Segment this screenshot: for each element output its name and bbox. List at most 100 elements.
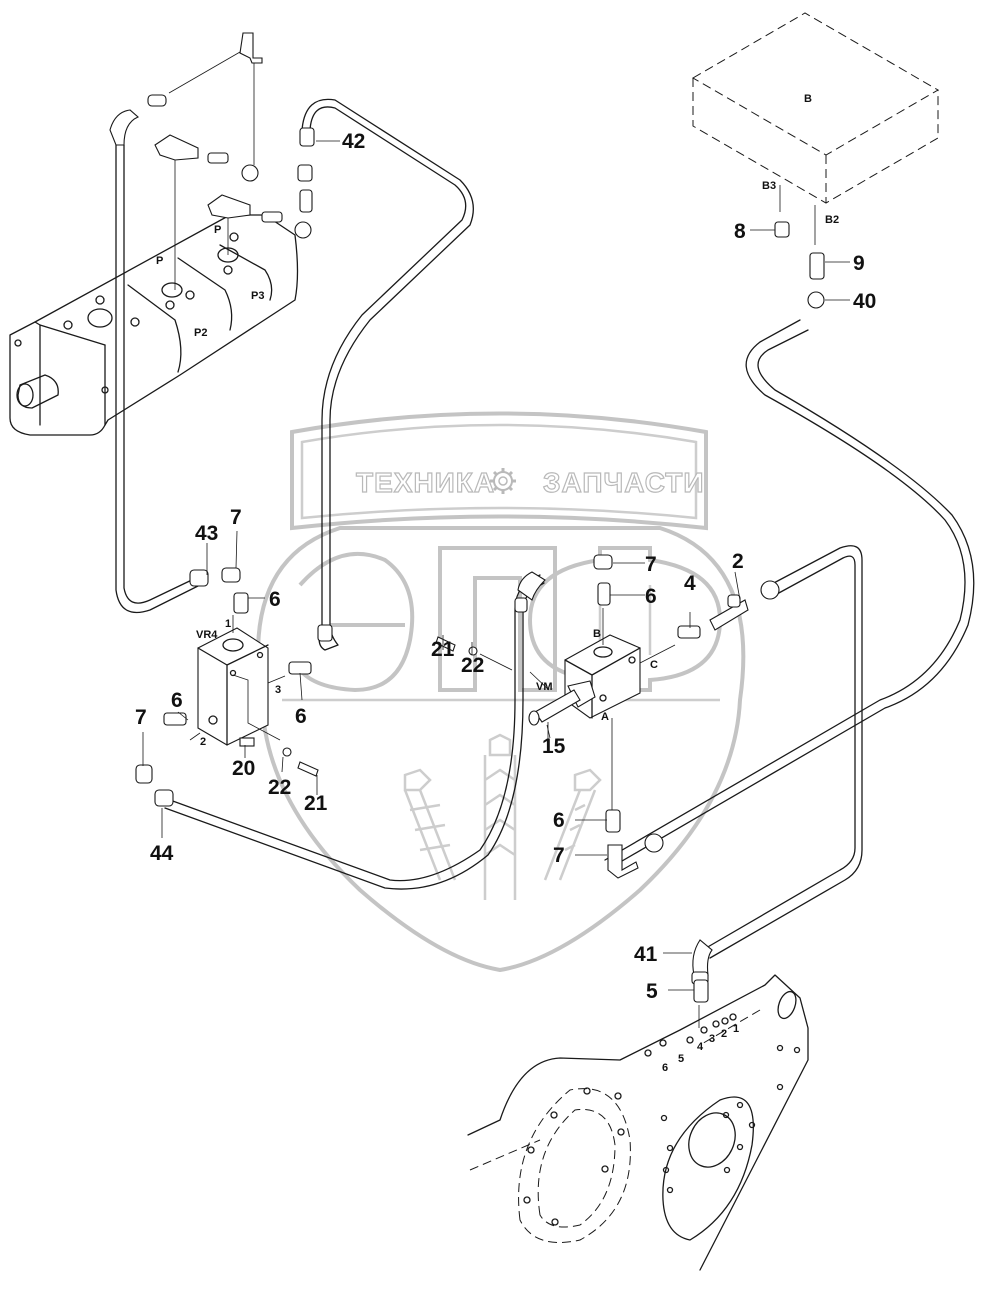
valve-vm[interactable]: VM B C A <box>479 608 676 810</box>
callouts: 42 8 9 40 43 7 6 6 6 7 20 22 21 44 21 22… <box>135 130 876 1003</box>
housing-port-number: 1 <box>733 1023 739 1035</box>
callout-15[interactable]: 15 <box>542 735 566 758</box>
flange-fitting <box>154 134 199 161</box>
hoses <box>109 98 975 985</box>
callout-7[interactable]: 7 <box>230 506 242 529</box>
callout-9[interactable]: 9 <box>853 252 865 275</box>
callout-20[interactable]: 20 <box>232 757 255 780</box>
block-label: B <box>804 93 812 105</box>
callout-22[interactable]: 22 <box>461 654 484 677</box>
hose-fitting <box>317 624 333 642</box>
banjo-fitting <box>241 164 259 182</box>
callout-8[interactable]: 8 <box>734 220 746 243</box>
solenoid-stem <box>534 689 581 723</box>
callout-7[interactable]: 7 <box>135 706 147 729</box>
callout-43[interactable]: 43 <box>195 522 218 545</box>
block-b[interactable]: B B3 B2 <box>692 12 939 309</box>
pump-port-label: P <box>156 255 163 267</box>
hose-elbow <box>109 109 140 146</box>
valve-label: VR4 <box>196 629 218 641</box>
elbow-fitting <box>221 567 241 583</box>
tee-fitting <box>239 32 263 64</box>
solenoid-end <box>528 710 540 726</box>
hose-nut <box>760 580 780 600</box>
bolt <box>435 636 456 652</box>
callout-6[interactable]: 6 <box>553 809 565 832</box>
valve-port-label: 3 <box>275 684 281 696</box>
adapter-fitting <box>163 712 187 726</box>
hose-elbow <box>517 571 546 601</box>
watermark-text-right: ЗАПЧАСТИ <box>543 467 704 498</box>
hose-fitting <box>299 127 315 147</box>
adapter-fitting <box>677 625 701 639</box>
watermark-text-left: ТЕХНИКА <box>356 467 495 498</box>
adapter-fitting <box>809 252 825 280</box>
callout-44[interactable]: 44 <box>150 842 174 865</box>
callout-6[interactable]: 6 <box>269 588 281 611</box>
housing-port-number: 2 <box>721 1028 727 1040</box>
callout-7[interactable]: 7 <box>645 553 657 576</box>
callout-2[interactable]: 2 <box>732 550 744 573</box>
hose-nut <box>644 833 664 853</box>
valve-port-label: 2 <box>200 736 206 748</box>
adapter-fitting <box>233 592 249 614</box>
valve-vr4[interactable]: VR4 1 2 3 <box>189 615 286 748</box>
callout-42[interactable]: 42 <box>342 130 365 153</box>
callout-7[interactable]: 7 <box>553 844 565 867</box>
callout-41[interactable]: 41 <box>634 943 658 966</box>
adapter-fitting <box>605 809 621 833</box>
hose-elbow <box>692 939 713 976</box>
block-port-label: B2 <box>825 214 839 226</box>
callout-5[interactable]: 5 <box>646 980 658 1003</box>
elbow-fitting <box>593 554 613 570</box>
pump-section-label: P2 <box>194 327 207 339</box>
vr4-fittings <box>135 567 478 784</box>
pump-port-label: P <box>214 224 221 236</box>
gear-icon <box>490 468 516 494</box>
housing-port-number: 6 <box>662 1062 668 1074</box>
elbow-fitting <box>607 844 639 879</box>
vm-fittings <box>593 554 749 879</box>
banjo-fitting <box>294 221 312 239</box>
watermark: ТЕХНИКА ЗАПЧАСТИ <box>256 411 746 973</box>
hose-fitting <box>189 569 209 587</box>
callout-21[interactable]: 21 <box>304 792 328 815</box>
washer <box>468 646 478 656</box>
washer <box>282 747 292 757</box>
block-port-label: B3 <box>762 180 776 192</box>
callout-22[interactable]: 22 <box>268 776 291 799</box>
callout-6[interactable]: 6 <box>645 585 657 608</box>
hydraulic-pump[interactable]: P P P2 P3 <box>9 32 313 436</box>
valve-port-label: B <box>593 628 601 640</box>
tee-fitting <box>727 594 741 608</box>
callout-4[interactable]: 4 <box>684 572 696 595</box>
valve-port-label: C <box>650 659 658 671</box>
housing-port-number: 4 <box>697 1041 704 1053</box>
adapter-fitting <box>597 582 611 606</box>
tee-fitting <box>299 189 313 213</box>
valve-port-label: 1 <box>225 618 231 630</box>
bolt <box>297 761 319 777</box>
hose-nut <box>807 291 825 309</box>
hose-fitting <box>154 789 174 807</box>
valve-port-label: A <box>601 711 609 723</box>
housing-plate[interactable]: 1 2 3 4 5 6 <box>467 974 809 1271</box>
callout-40[interactable]: 40 <box>853 290 876 313</box>
adapter-fitting <box>693 979 709 1003</box>
adapter-fitting <box>288 661 312 675</box>
housing-port-number: 5 <box>678 1053 684 1065</box>
adapter-fitting <box>207 152 229 164</box>
housing-port-number: 3 <box>709 1033 715 1045</box>
elbow-fitting <box>135 764 153 784</box>
adapter-fitting <box>261 211 283 223</box>
pump-section-label: P3 <box>251 290 264 302</box>
callout-6[interactable]: 6 <box>171 689 183 712</box>
callout-21[interactable]: 21 <box>431 638 455 661</box>
callout-6[interactable]: 6 <box>295 705 307 728</box>
adapter-fitting <box>297 164 313 182</box>
valve-label: VM <box>536 681 553 693</box>
adapter-fitting <box>147 94 167 107</box>
hose-fitting <box>514 597 528 613</box>
